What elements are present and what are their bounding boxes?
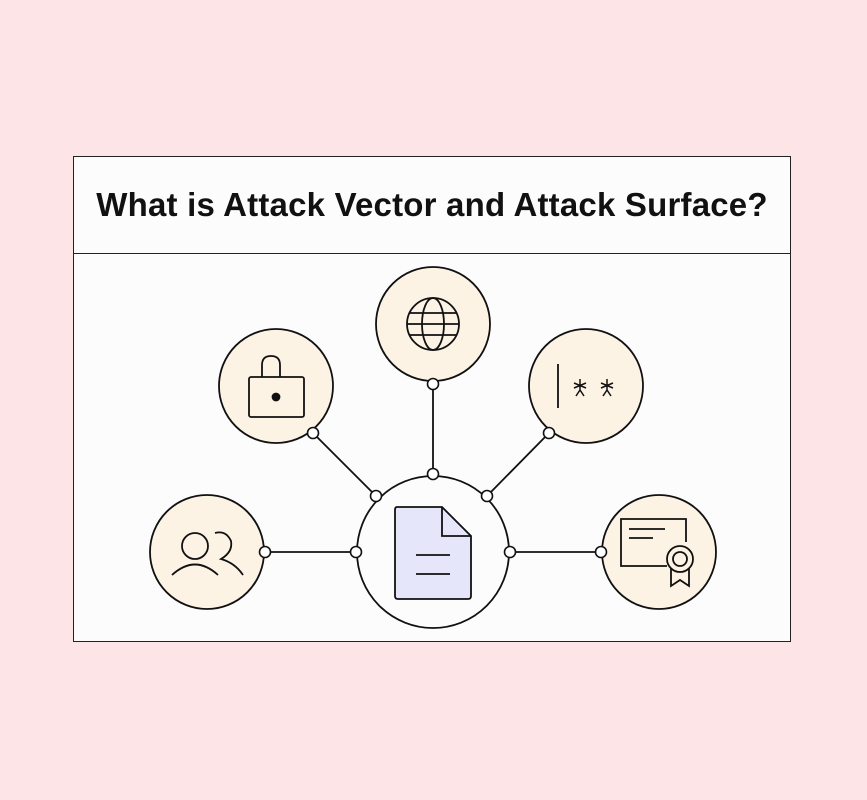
globe-node [375,266,491,382]
center-node [356,475,510,629]
port-dot [480,489,494,503]
password-icon [557,364,614,408]
users-icon [171,531,244,576]
port-dot [503,545,517,559]
globe-icon [406,297,460,351]
document-icon [394,506,472,600]
lock-node [218,328,334,444]
port-dot [306,426,320,440]
connectors [265,384,601,553]
port-dot [349,545,363,559]
users-node [149,494,265,610]
lock-icon [248,355,305,418]
port-dot [426,377,440,391]
password-node [528,328,644,444]
port-dot [369,489,383,503]
port-dot [594,545,608,559]
port-dot [258,545,272,559]
connector-lock [312,432,377,497]
certificate-icon [620,518,694,588]
certificate-node [601,494,717,610]
connector-password [486,432,550,497]
port-dot [426,467,440,481]
port-dot [542,426,556,440]
page-title: What is Attack Vector and Attack Surface… [96,186,768,223]
title-bar: What is Attack Vector and Attack Surface… [74,157,790,254]
connector-dots [258,377,608,559]
